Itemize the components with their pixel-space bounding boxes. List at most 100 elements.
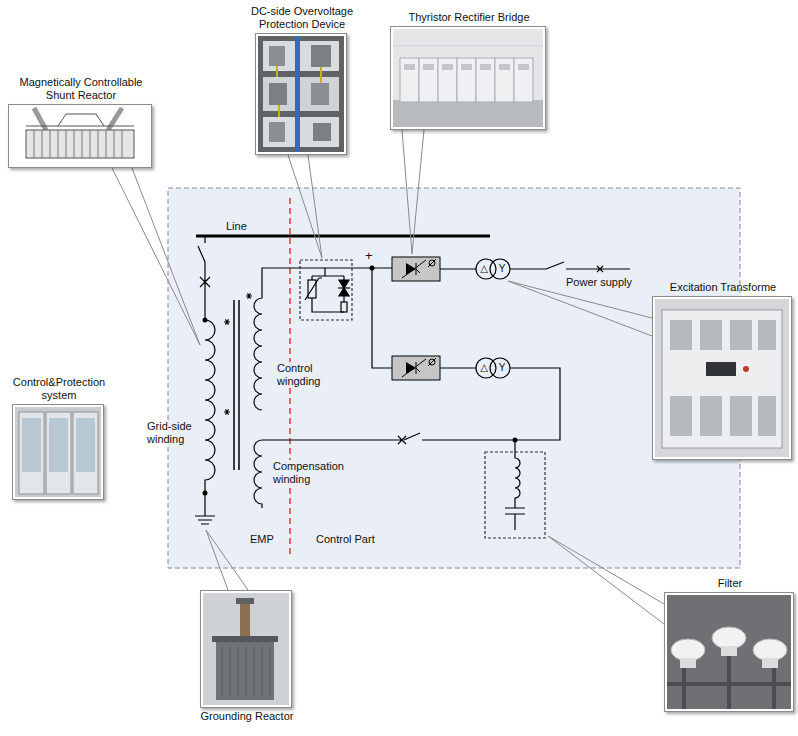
reactor-schematic (440, 368, 560, 440)
schematic-label: Control Part (316, 533, 375, 546)
grounding-reactor-photo (216, 640, 274, 700)
control-cabinet-photo (12, 404, 104, 500)
schematic-label: Grid-side winding (146, 420, 202, 445)
protection-device-photo (277, 66, 321, 117)
reactor-schematic (505, 440, 525, 530)
excitation-transformer-photo (730, 320, 752, 350)
photo-callout-frame: DC-side Overvoltage Protection Device (255, 33, 347, 155)
control-cabinet-photo (76, 418, 95, 472)
callout-title: Magnetically Controllable Shunt Reactor (6, 76, 156, 102)
reactor-schematic (254, 268, 392, 410)
excitation-transformer-photo (700, 320, 722, 350)
excitation-transformer-photo (662, 310, 782, 448)
reactor-schematic (198, 236, 210, 320)
schematic-label: △ (480, 363, 488, 373)
protection-device-photo (255, 33, 347, 155)
excitation-transformer-photo (730, 396, 752, 436)
rectifier-room-photo (480, 64, 491, 70)
line-bus (196, 235, 490, 238)
reactor-schematic (262, 433, 515, 444)
rectifier-room-photo (438, 58, 457, 102)
filter-photo (712, 627, 746, 649)
callout-title-block: Filter (665, 577, 795, 590)
rectifier-room-photo (442, 64, 453, 70)
excitation-transformer-photo (655, 299, 789, 457)
callout-title: Control&Protection system (5, 376, 113, 402)
callout-title-block: Control&Protection system (5, 376, 113, 402)
rectifier-room-photo (457, 58, 476, 102)
rectifier-room-photo (393, 46, 543, 47)
callout-title: DC-side Overvoltage Protection Device (242, 5, 362, 31)
callout-tail (508, 281, 652, 336)
rectifier-room-photo (495, 58, 514, 102)
rectifier-room-photo (419, 58, 438, 102)
callout-tail (112, 168, 200, 345)
reactor-schematic (338, 287, 350, 288)
rectifier-room-photo (514, 58, 533, 102)
junction-dot (203, 318, 208, 323)
callout-title: Grounding Reactor (187, 710, 307, 723)
protection-device-photo (269, 122, 285, 142)
filter-photo (671, 627, 787, 661)
excitation-transformer-photo (670, 396, 692, 436)
protection-device-photo (269, 46, 285, 66)
rectifier-room-photo (404, 64, 529, 70)
reactor-schematic (224, 293, 252, 414)
protection-device-photo (258, 36, 344, 152)
schematic-label: EMP (250, 533, 274, 546)
grounding-reactor-photo (222, 646, 270, 696)
photo-callout-frame: Thyristor Rectifier Bridge (390, 26, 546, 130)
filter-photo (721, 646, 737, 656)
schematic-label: + (365, 249, 373, 264)
junction-dot (370, 266, 375, 271)
reactor-sketch-photo (8, 104, 152, 168)
reactor-sketch-photo (26, 130, 134, 158)
callout-tail (206, 530, 248, 590)
schematic-label: Compensation winding (272, 460, 356, 485)
rectifier-bridge-symbol (406, 263, 416, 374)
protection-device-photo (263, 77, 339, 111)
reactor-schematic (254, 440, 262, 508)
rectifier-room-photo (390, 26, 546, 130)
control-cabinet-photo (22, 418, 41, 472)
grounding-reactor-photo (200, 590, 292, 708)
callout-title-block: Excitation Transforme (653, 281, 793, 294)
rectifier-bridge-symbol (392, 257, 440, 380)
reactor-schematic (490, 358, 510, 378)
excitation-transformer-photo (652, 296, 792, 460)
rectifier-room-photo (400, 58, 419, 102)
grounding-reactor-photo (212, 636, 278, 642)
callout-title-block: Thyristor Rectifier Bridge (384, 11, 554, 24)
control-cabinet-photo (73, 412, 98, 494)
filter-photo (667, 650, 791, 709)
control-cabinet-photo (19, 412, 44, 494)
rectifier-room-photo (404, 64, 415, 70)
schematic-label: Line (226, 220, 247, 233)
filter-photo (664, 592, 794, 712)
protection-device-photo (311, 45, 331, 67)
rectifier-room-photo (499, 64, 510, 70)
reactor-schematic (440, 262, 630, 272)
grounding-reactor-photo (236, 598, 254, 604)
callout-tail (288, 155, 322, 258)
excitation-transformer-photo (670, 320, 692, 350)
callout-tail (112, 130, 664, 624)
callout-tail (402, 130, 424, 254)
reactor-schematic (234, 300, 239, 470)
excitation-transformer-photo (758, 396, 776, 436)
rectifier-room-photo (476, 58, 495, 102)
control-cabinet-photo (19, 412, 98, 494)
reactor-schematic (305, 278, 322, 300)
reactor-sketch-photo (34, 130, 122, 158)
callout-title-block: Magnetically Controllable Shunt Reactor (6, 76, 156, 102)
callout-title-block: DC-side Overvoltage Protection Device (242, 5, 362, 31)
junction-dot (513, 438, 518, 443)
rectifier-room-photo (393, 100, 543, 127)
filter-photo (664, 592, 794, 712)
grounding-reactor-photo (203, 593, 289, 705)
grounding-reactor-photo (200, 590, 292, 708)
callout-title: Filter (665, 577, 795, 590)
junction-dot (203, 266, 518, 496)
